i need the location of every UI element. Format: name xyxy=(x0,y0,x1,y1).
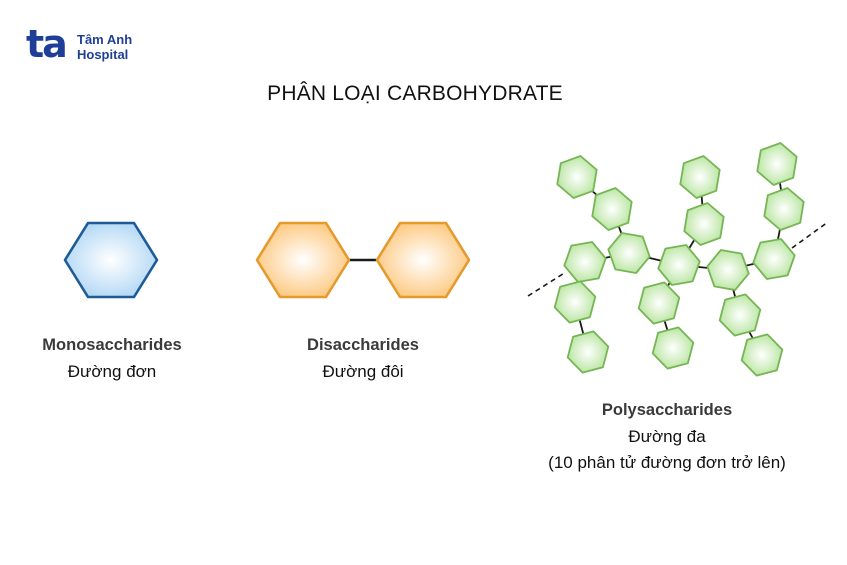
di-hexagon-1 xyxy=(255,221,351,299)
poly-hexagon-e1 xyxy=(637,281,681,325)
poly-hexagon-b1 xyxy=(679,155,721,199)
poly-hexagon-d2 xyxy=(566,330,610,374)
poly-name-vi: Đường đa xyxy=(628,427,706,446)
logo-mark: ta xyxy=(26,22,68,66)
logo-text-line1: Tâm Anh xyxy=(77,32,133,47)
poly-label: Polysaccharides Đường đa (10 phân tử đườ… xyxy=(497,401,837,475)
poly-hexagon-f2 xyxy=(740,333,784,377)
poly-hexagon-a1 xyxy=(556,155,598,199)
di-name-en: Disaccharides xyxy=(307,336,419,354)
mono-name-en: Monosaccharides xyxy=(42,336,182,354)
poly-hexagon-m5 xyxy=(752,238,796,280)
poly-hexagon-e2 xyxy=(651,326,695,370)
poly-hexagon-m4 xyxy=(706,249,750,291)
sugar-units xyxy=(63,142,805,377)
poly-chain-continuation-left xyxy=(527,271,567,297)
poly-chain-continuation-right xyxy=(791,221,829,249)
di-name-vi: Đường đôi xyxy=(322,362,404,381)
mono-name-vi: Đường đơn xyxy=(67,362,157,381)
hospital-logo: ta Tâm Anh Hospital xyxy=(26,22,146,67)
logo-text-line2: Hospital xyxy=(77,47,129,62)
mono-label: Monosaccharides Đường đơn xyxy=(0,336,242,384)
poly-hexagon-m3 xyxy=(657,244,701,286)
di-hexagon-2 xyxy=(375,221,471,299)
mono-hexagon xyxy=(63,221,159,299)
poly-note: (10 phân tử đường đơn trở lên) xyxy=(548,453,786,472)
poly-name-en: Polysaccharides xyxy=(601,401,733,419)
poly-hexagon-a2 xyxy=(591,187,633,231)
poly-hexagon-d1 xyxy=(553,280,597,324)
poly-hexagon-c1 xyxy=(756,142,798,186)
poly-hexagon-m1 xyxy=(563,241,607,283)
poly-hexagon-c2 xyxy=(763,187,805,231)
poly-hexagon-m2 xyxy=(607,232,651,274)
poly-hexagon-b2 xyxy=(683,202,725,246)
poly-hexagon-f1 xyxy=(718,293,762,337)
di-label: Disaccharides Đường đôi xyxy=(233,336,493,384)
page-title: PHÂN LOẠI CARBOHYDRATE xyxy=(267,82,563,105)
